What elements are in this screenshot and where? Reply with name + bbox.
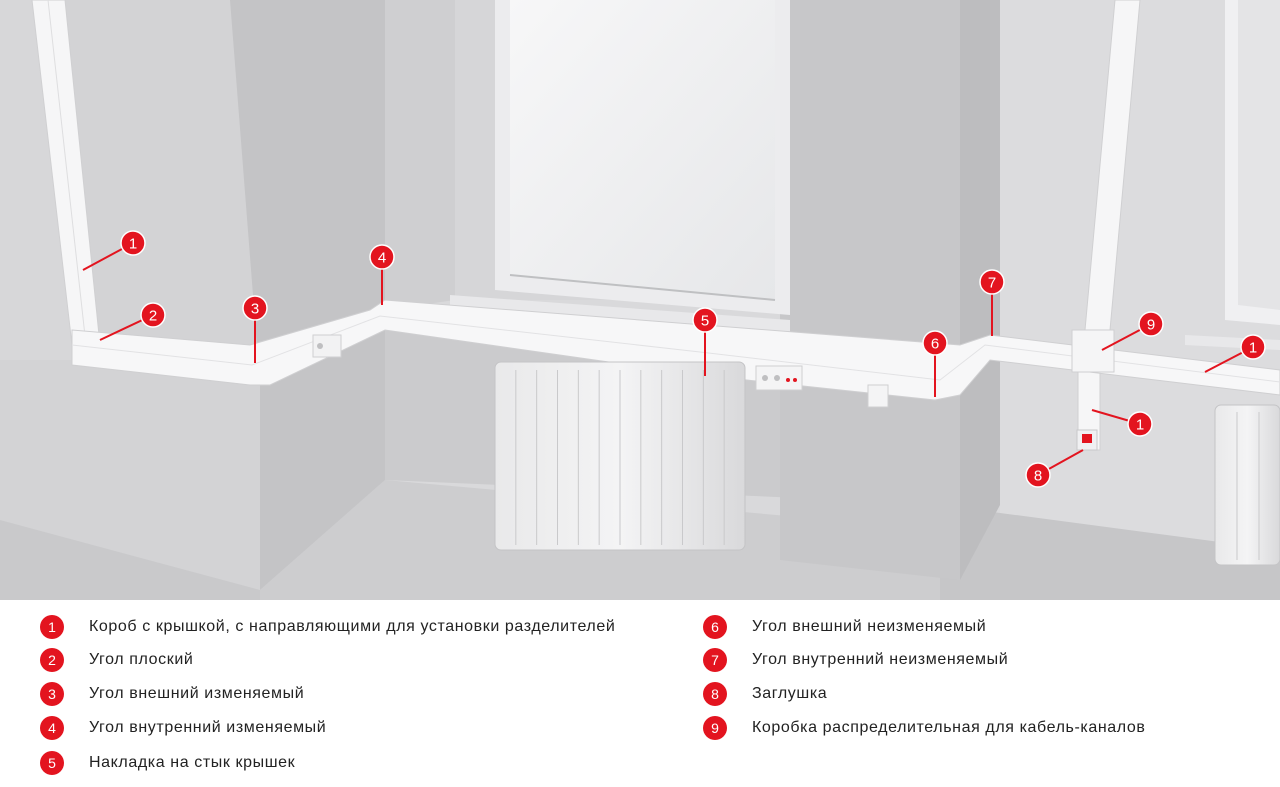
legend-item-4: 4 Угол внутренний изменяемый [40,715,326,741]
legend-item-1: 1 Короб с крышкой, с направляющими для ус… [40,614,615,640]
legend-item-5: 5 Накладка на стык крышек [40,750,295,776]
legend-item-9: 9 Коробка распределительная для кабель-ка… [703,715,1145,741]
legend-label: Угол внешний изменяемый [89,685,305,702]
callout-number: 6 [931,336,939,353]
callout-circle [1138,311,1164,337]
legend-number-badge: 8 [703,682,727,706]
legend-number-badge: 5 [40,751,64,775]
legend-number-badge: 2 [40,648,64,672]
callout-marker-5: 5 [692,307,718,333]
callout-circle [242,295,268,321]
callout-marker-1b: 1 [1240,334,1266,360]
legend-item-7: 7 Угол внутренний неизменяемый [703,647,1008,673]
callout-number: 5 [701,313,709,330]
legend-number-badge: 3 [40,682,64,706]
callout-circle [979,269,1005,295]
legend-number-badge: 4 [40,716,64,740]
callout-number: 4 [378,250,386,267]
callout-circle [140,302,166,328]
legend-label: Угол внешний неизменяемый [752,618,987,635]
callout-marker-3: 3 [242,295,268,321]
callout-number: 1 [1249,340,1257,357]
right-window [1185,0,1280,350]
legend-item-2: 2 Угол плоский [40,647,193,673]
window [450,0,790,362]
callout-marker-8: 8 [1025,462,1051,488]
legend-label: Заглушка [752,685,828,702]
legend-label: Короб с крышкой, с направляющими для уст… [89,618,616,635]
radiator [494,361,746,551]
callout-number: 7 [988,275,996,292]
callout-marker-2: 2 [140,302,166,328]
callout-marker-1a: 1 [120,230,146,256]
right-radiator [1214,404,1280,566]
callout-number: 8 [1034,468,1042,485]
callout-marker-6: 6 [922,330,948,356]
callout-circle [369,244,395,270]
legend-item-6: 6 Угол внешний неизменяемый [703,614,986,640]
legend-number-badge: 6 [703,615,727,639]
legend-label: Угол внутренний неизменяемый [752,651,1009,668]
legend-number-badge: 9 [703,716,727,740]
callout-number: 2 [149,308,157,325]
legend-item-8: 8 Заглушка [703,681,827,707]
legend-label: Угол внутренний изменяемый [89,719,327,736]
callout-marker-9: 9 [1138,311,1164,337]
callout-marker-1c: 1 [1127,411,1153,437]
legend-item-3: 3 Угол внешний изменяемый [40,681,304,707]
vertical-channel-right [1076,0,1141,451]
callout-marker-7: 7 [979,269,1005,295]
callout-number: 9 [1147,317,1155,334]
right-pilaster [780,0,1000,580]
callout-marker-4: 4 [369,244,395,270]
legend-label: Накладка на стык крышек [89,754,296,771]
callout-circle [692,307,718,333]
callout-number: 1 [1136,417,1144,434]
callout-circle [922,330,948,356]
callout-circle [1240,334,1266,360]
legend-number-badge: 7 [703,648,727,672]
callout-number: 3 [251,301,259,318]
callout-circle [1127,411,1153,437]
horizontal-cable-channel [71,299,1280,408]
legend-label: Коробка распределительная для кабель-кан… [752,719,1146,736]
left-pilaster [0,0,385,590]
legend: 1 Короб с крышкой, с направляющими для ус… [0,600,1280,787]
legend-label: Угол плоский [89,651,194,668]
callout-circle [1025,462,1051,488]
callout-number: 1 [129,236,137,253]
callout-circle [120,230,146,256]
legend-number-badge: 1 [40,615,64,639]
